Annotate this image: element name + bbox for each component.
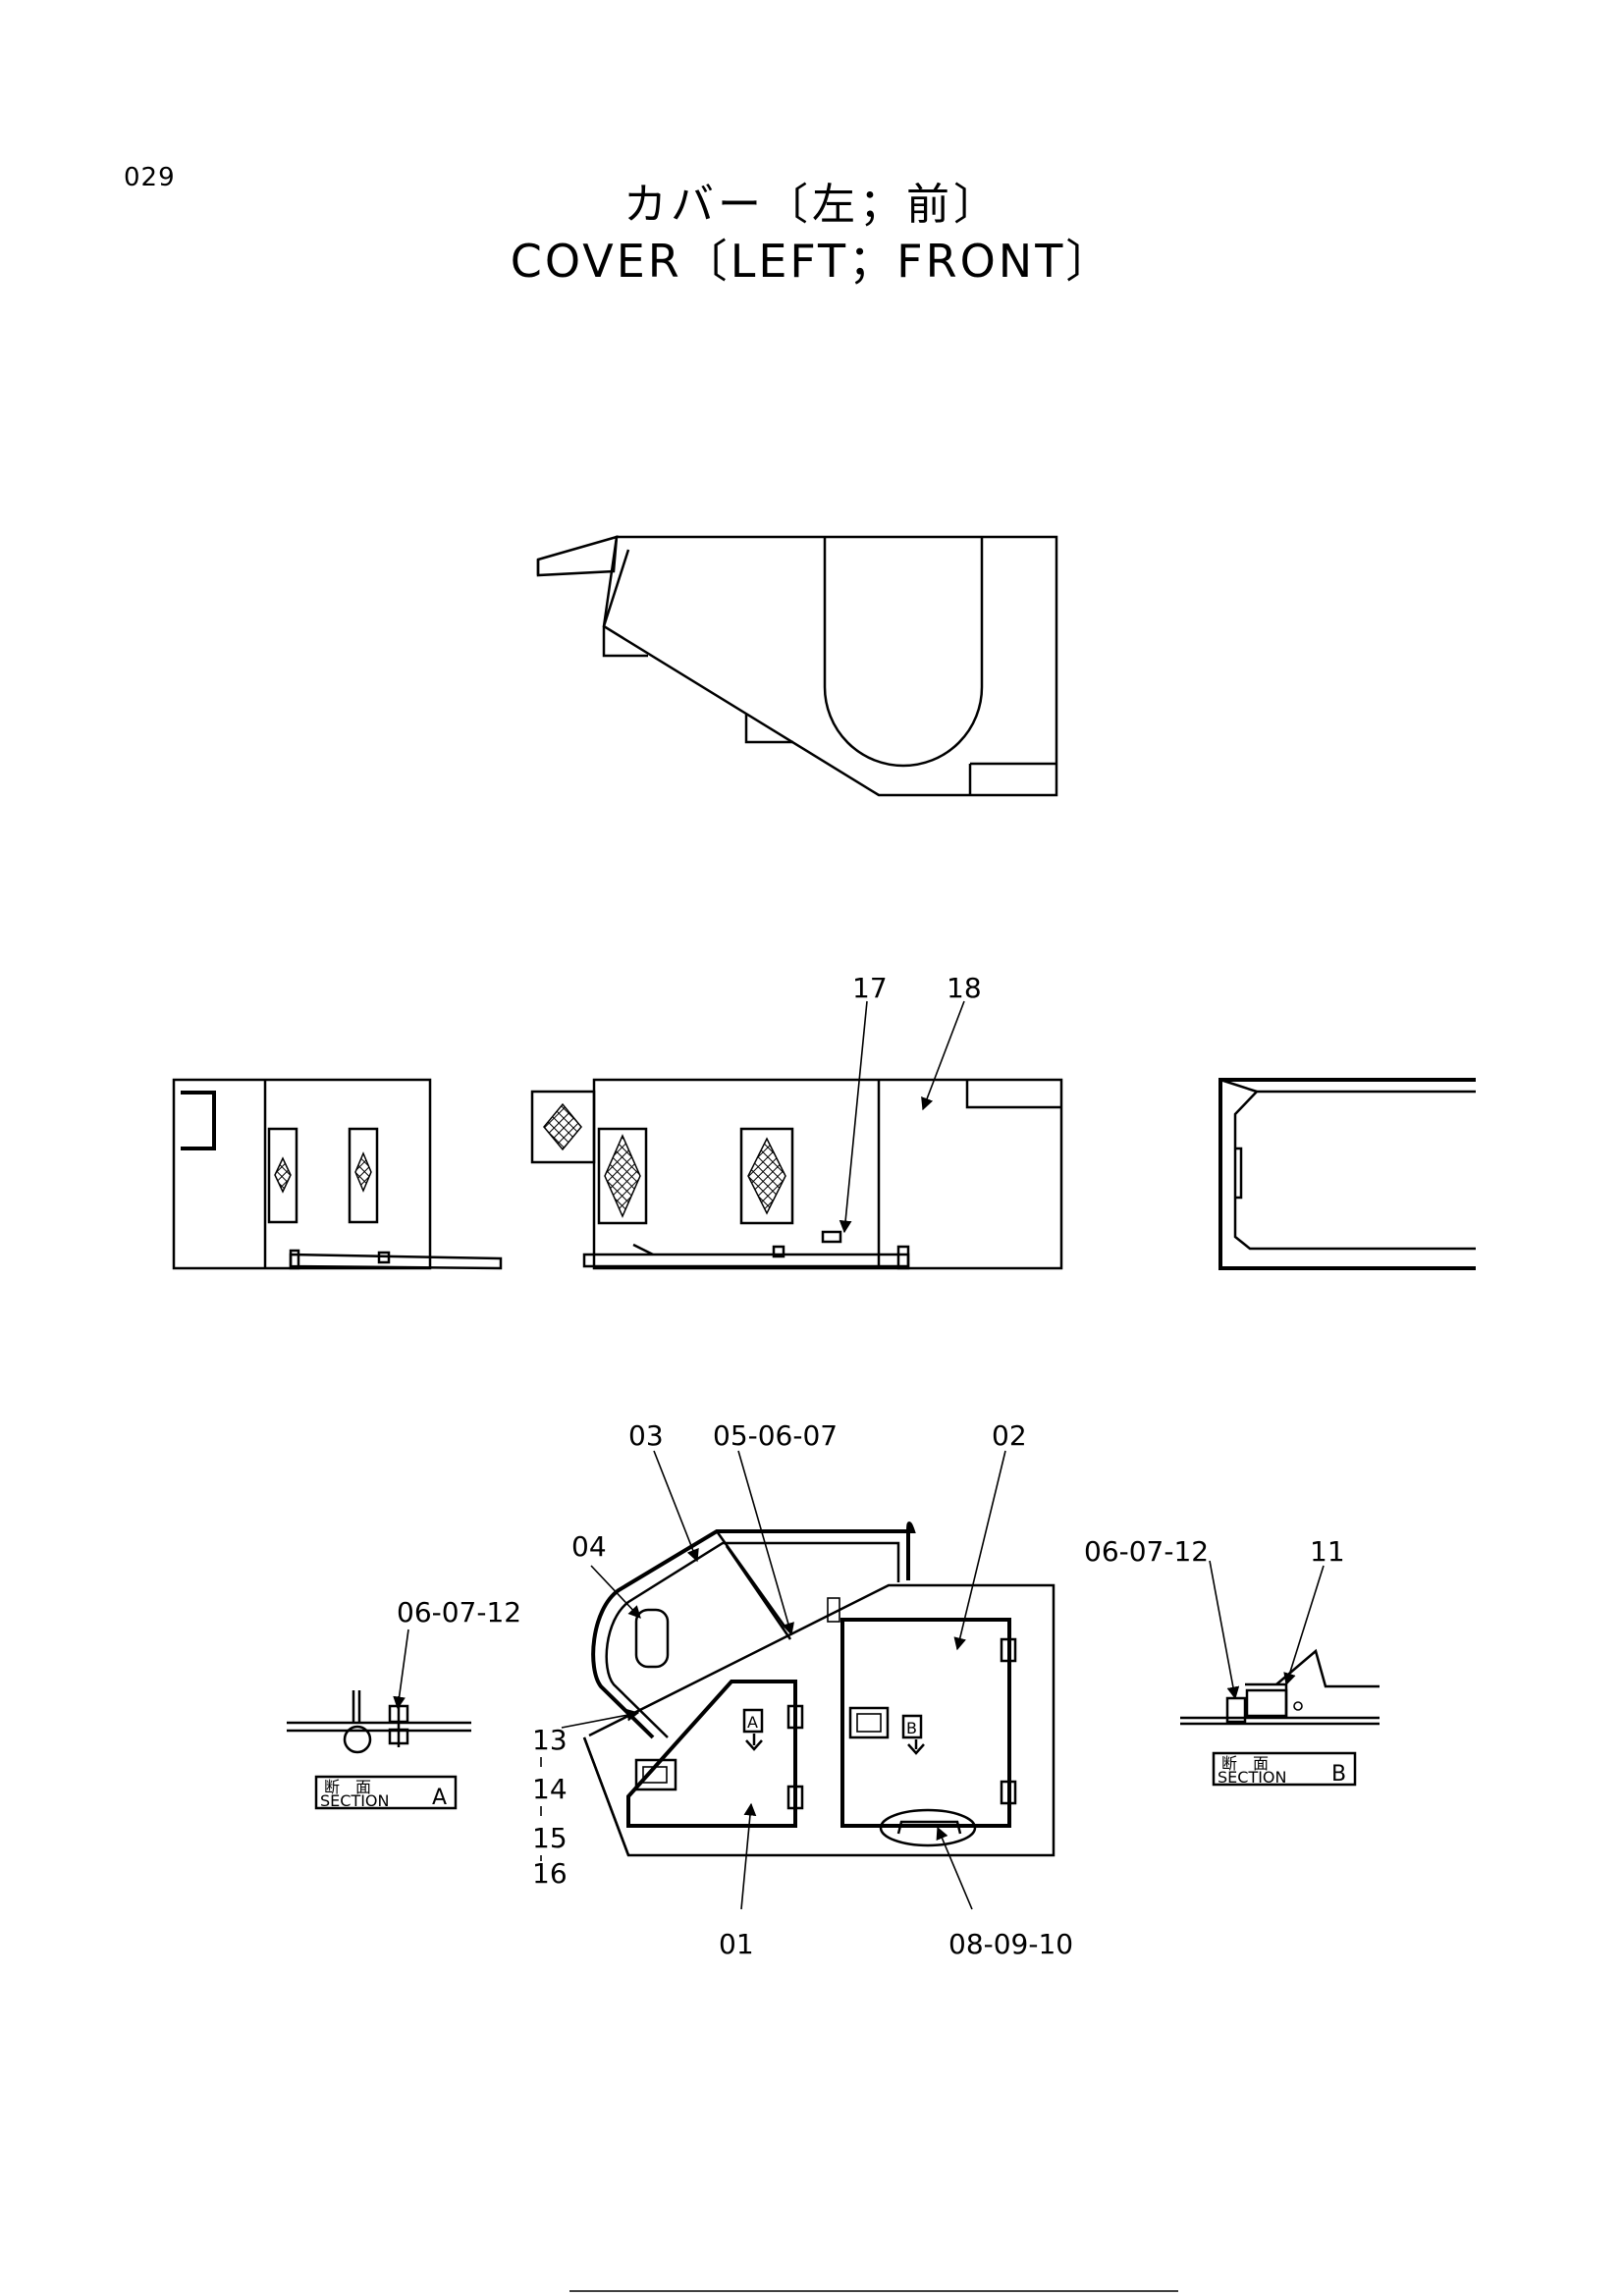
title-english: COVER〔LEFT；FRONT〕 bbox=[510, 235, 1114, 288]
left-side-view bbox=[172, 1078, 503, 1270]
callout-18: 18 bbox=[947, 972, 982, 1004]
callout-11: 11 bbox=[1310, 1535, 1345, 1568]
section-a-label: SECTION bbox=[320, 1791, 390, 1810]
callout-14: 14 bbox=[532, 1773, 568, 1805]
callout-16: 16 bbox=[532, 1857, 568, 1890]
section-b-label: SECTION bbox=[1218, 1768, 1287, 1787]
callout-15: 15 bbox=[532, 1822, 568, 1854]
callout-04: 04 bbox=[571, 1530, 607, 1563]
callout-02: 02 bbox=[992, 1419, 1027, 1452]
section-b-marker-letter: B bbox=[906, 1719, 917, 1737]
section-a-marker-letter: A bbox=[747, 1713, 758, 1732]
callout-13: 13 bbox=[532, 1724, 568, 1756]
section-b-letter: B bbox=[1331, 1762, 1346, 1787]
section-b-jp: 断 面 bbox=[1221, 1754, 1269, 1773]
section-b-detail bbox=[1180, 1648, 1380, 1787]
middle-side-view bbox=[530, 1078, 1063, 1270]
page-code: 029 bbox=[124, 163, 176, 192]
callout-06-07-12-left: 06-07-12 bbox=[397, 1596, 521, 1629]
callout-08-09-10: 08-09-10 bbox=[948, 1928, 1073, 1960]
section-a-letter: A bbox=[432, 1786, 447, 1810]
callout-05-06-07: 05-06-07 bbox=[713, 1419, 838, 1452]
title-japanese: カバー〔左；前〕 bbox=[623, 180, 1001, 230]
callout-03: 03 bbox=[628, 1419, 664, 1452]
top-view bbox=[536, 535, 1058, 797]
callout-06-07-12-right: 06-07-12 bbox=[1084, 1535, 1209, 1568]
callout-17: 17 bbox=[852, 972, 888, 1004]
callout-01: 01 bbox=[719, 1928, 754, 1960]
section-a-jp: 断 面 bbox=[324, 1778, 371, 1796]
right-side-view bbox=[1218, 1078, 1476, 1270]
isometric-view bbox=[582, 1522, 1056, 1857]
leader-lines bbox=[393, 1000, 1325, 1910]
